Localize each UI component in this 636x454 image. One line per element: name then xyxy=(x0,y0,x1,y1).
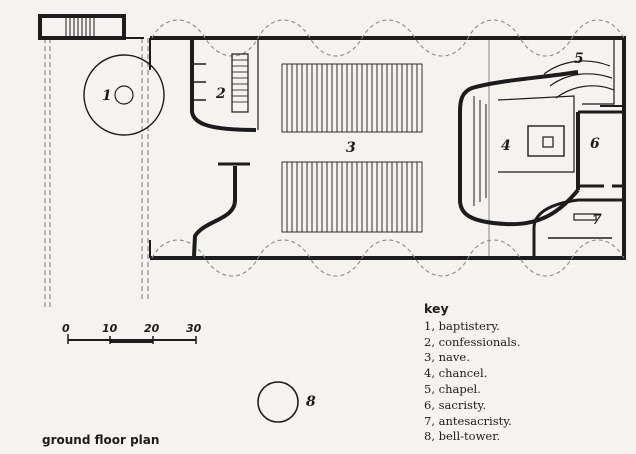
key-item-chancel: 4, chancel. xyxy=(424,366,488,381)
key-list: 1, baptistery. 2, confessionals. 3, nave… xyxy=(424,319,624,445)
key-item-bell-tower: 8, bell-tower. xyxy=(424,429,501,444)
room-number-bell-tower: 8 xyxy=(306,394,316,410)
plan-caption: ground floor plan xyxy=(42,433,160,447)
key-item-baptistery: 1, baptistery. xyxy=(424,318,500,333)
chapel xyxy=(543,40,615,105)
room-number-confessionals: 2 xyxy=(215,86,226,102)
bell-tower-circle xyxy=(257,381,299,423)
key-item-antesacristy: 7, antesacristy. xyxy=(424,413,512,428)
baptismal-font xyxy=(83,54,165,136)
room-number-chancel: 4 xyxy=(501,138,511,154)
scale-tick-0: 0 xyxy=(62,322,70,335)
room-number-nave: 3 xyxy=(346,140,356,156)
scale-tick-30: 30 xyxy=(186,322,202,335)
plan-key: key 1, baptistery. 2, confessionals. 3, … xyxy=(424,301,624,445)
key-item-nave: 3, nave. xyxy=(424,350,470,365)
key-item-chapel: 5, chapel. xyxy=(424,381,481,396)
room-number-sacristy: 6 xyxy=(590,136,600,152)
entrance-stair xyxy=(38,14,144,40)
scale-tick-10: 10 xyxy=(102,322,118,335)
room-number-antesacristy: 7 xyxy=(592,212,602,228)
room-number-baptistery: 1 xyxy=(102,88,112,104)
scale-bar xyxy=(67,334,197,344)
confessionals-wall xyxy=(190,40,259,257)
chancel xyxy=(458,40,580,256)
outer-walls xyxy=(149,36,626,260)
room-number-chapel: 5 xyxy=(574,51,584,67)
scale-tick-20: 20 xyxy=(144,322,160,335)
nave-pews xyxy=(281,63,423,233)
key-item-sacristy: 6, sacristy. xyxy=(424,397,487,412)
key-title: key xyxy=(424,301,449,316)
baptistery-enclosure xyxy=(44,38,149,310)
sacristy-walls xyxy=(532,40,626,256)
key-item-confessionals: 2, confessionals. xyxy=(424,334,521,349)
